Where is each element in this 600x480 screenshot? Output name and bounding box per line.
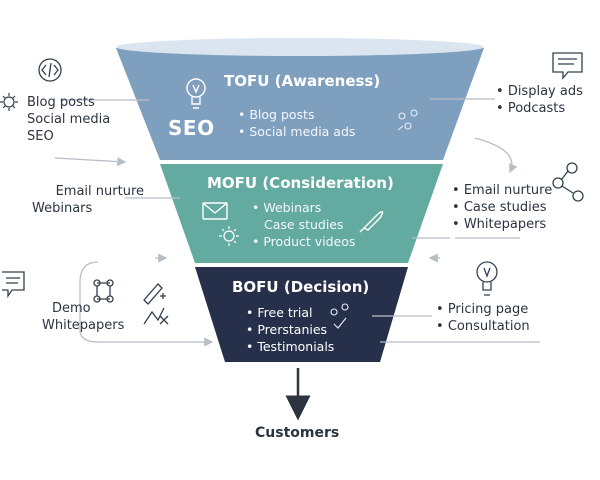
list-item: Social media <box>27 112 111 127</box>
bulb-icon <box>186 78 206 109</box>
list-item: Email nurture <box>452 182 552 199</box>
list-item: Podcasts <box>496 100 583 117</box>
code-icon <box>38 58 62 82</box>
sparkle-icon <box>397 109 418 131</box>
tools-icon <box>93 279 114 303</box>
feather-icon <box>359 211 384 233</box>
tofu-band <box>116 42 484 160</box>
tofu-item-list: Blog posts Social media ads <box>238 106 355 140</box>
customers-label: Customers <box>255 425 340 441</box>
funnel-rim <box>116 38 484 56</box>
list-item: Email nurture <box>55 184 144 199</box>
list-item: SEO <box>27 129 54 144</box>
gear-icon <box>0 93 18 111</box>
list-item: Case studies <box>452 199 552 216</box>
right-top-list: Display ads Podcasts <box>496 83 583 117</box>
bofu-title: BOFU (Decision) <box>232 278 370 296</box>
right-middle-list: Email nurture Case studies Whitepapers <box>452 182 552 233</box>
chat-icon <box>2 271 25 299</box>
list-item: Demo <box>52 301 91 316</box>
left-bottom-list: Demo Whitepapers <box>42 300 124 334</box>
list-item: Blog posts <box>238 106 355 123</box>
list-item: Display ads <box>496 83 583 100</box>
list-item: Blog posts <box>27 95 95 110</box>
list-item: Consultation <box>436 318 530 335</box>
list-item: Whitepapers <box>42 318 125 333</box>
pen-icon <box>143 283 169 325</box>
share-icon <box>552 162 584 202</box>
chat-icon-right <box>552 52 583 80</box>
mofu-item-list: Webinars Case studies Product videos <box>252 199 355 250</box>
bulb-icon-right <box>476 261 498 296</box>
mofu-title: MOFU (Consideration) <box>207 174 394 192</box>
tofu-mofu-gap <box>155 160 447 164</box>
left-middle-list: Email nurture Webinars <box>32 183 144 217</box>
list-item: Pricing page <box>436 301 530 318</box>
list-item: Prerstanies <box>246 321 334 338</box>
list-item: Case studies <box>264 217 344 232</box>
list-item: Whitepapers <box>452 216 552 233</box>
connectors <box>54 98 540 347</box>
list-item: Social media ads <box>238 123 355 140</box>
mail-icon <box>202 202 228 220</box>
seo-badge: SEO <box>168 116 215 140</box>
list-item: Webinars <box>252 199 355 216</box>
list-item: Free trial <box>246 304 334 321</box>
list-item: Product videos <box>252 233 355 250</box>
tofu-title: TOFU (Awareness) <box>224 72 381 90</box>
bofu-item-list: Free trial Prerstanies Testimonials <box>246 304 334 355</box>
list-item: Webinars <box>32 201 93 216</box>
right-bottom-list: Pricing page Consultation <box>436 301 530 335</box>
list-item: Testimonials <box>246 338 334 355</box>
mofu-bofu-gap <box>190 263 412 267</box>
idea-icon <box>219 226 239 246</box>
left-top-list: Blog posts Social media SEO <box>27 94 110 145</box>
